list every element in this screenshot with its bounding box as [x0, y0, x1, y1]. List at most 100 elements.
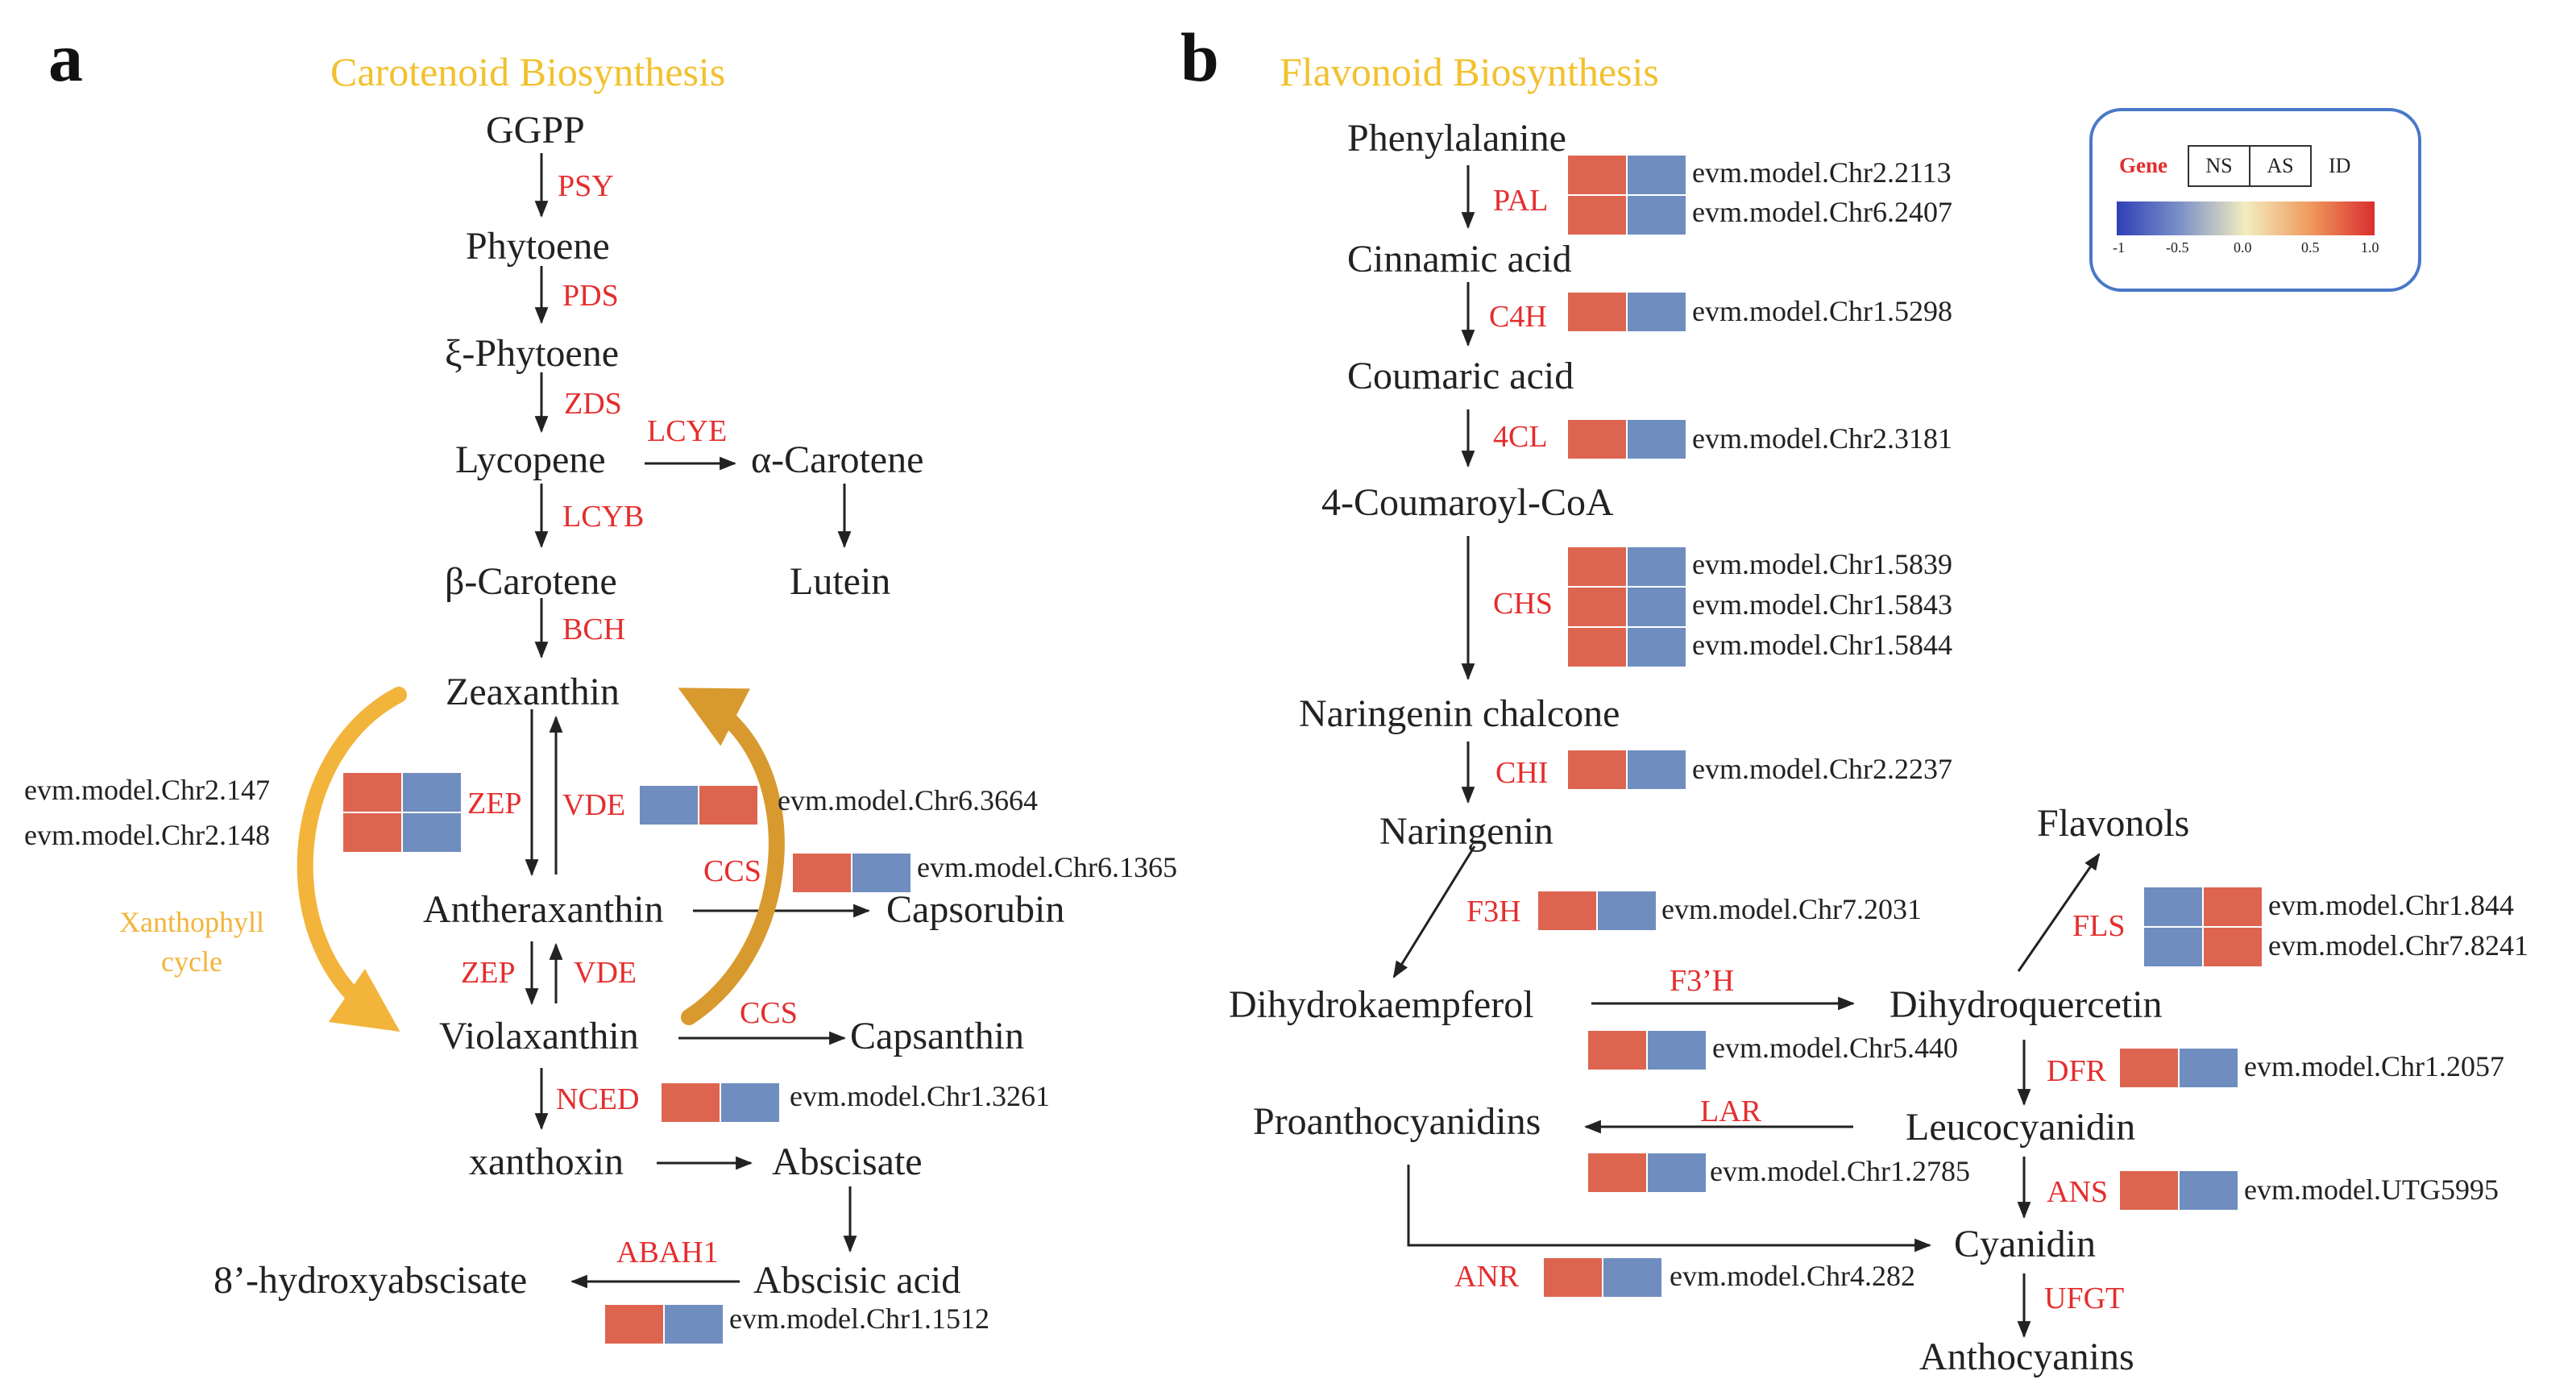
heatmap-abah1	[604, 1303, 724, 1345]
gene-id-f3ph: evm.model.Chr5.440	[1712, 1032, 1958, 1064]
enzyme-pds: PDS	[562, 279, 619, 313]
heatmap-pal-cell-as-1	[1626, 194, 1687, 236]
gene-id-chs-3: evm.model.Chr1.5844	[1692, 629, 1952, 661]
cycle-arrow-right	[678, 688, 785, 1025]
heatmap-zep-cell-as-1	[401, 812, 463, 854]
metabolite-violaxanthin: Violaxanthin	[439, 1015, 639, 1057]
metabolite-zeaxanthin: Zeaxanthin	[446, 671, 620, 713]
heatmap-lar	[1587, 1152, 1707, 1194]
legend-tick-1: 1.0	[2361, 239, 2379, 255]
enzyme-zep-2: ZEP	[461, 956, 516, 990]
legend-id-label: ID	[2329, 154, 2351, 177]
heatmap-nced-cell-ns-0	[660, 1082, 721, 1124]
gene-id-abah1: evm.model.Chr1.1512	[729, 1302, 989, 1335]
metabolite-alpha-carotene: α-Carotene	[751, 438, 924, 481]
heatmap-fls-cell-ns-0	[2143, 886, 2204, 928]
enzyme-lar: LAR	[1700, 1095, 1761, 1128]
heatmap-pal-cell-ns-1	[1566, 194, 1628, 236]
arrow-proantho-cyanidin	[1407, 1165, 1932, 1253]
panel-letter-b: b	[1180, 19, 1219, 96]
legend-tick-neg05: -0.5	[2166, 239, 2189, 255]
metabolite-phytoene: Phytoene	[466, 225, 610, 268]
gene-id-chi: evm.model.Chr2.2237	[1692, 753, 1952, 785]
heatmap-dfr	[2118, 1047, 2239, 1089]
gene-id-anr: evm.model.Chr4.282	[1670, 1260, 1915, 1292]
heatmap-ans	[2118, 1169, 2239, 1211]
metabolite-cyanidin: Cyanidin	[1954, 1223, 2096, 1265]
enzyme-zep: ZEP	[467, 787, 522, 820]
metabolite-proanthocyanidins: Proanthocyanidins	[1253, 1100, 1541, 1143]
legend-tick-05: 0.5	[2301, 239, 2320, 255]
enzyme-pal: PAL	[1493, 184, 1549, 218]
enzyme-chi: CHI	[1495, 756, 1549, 790]
enzyme-c4h: C4H	[1489, 300, 1547, 334]
gene-id-vde: evm.model.Chr6.3664	[778, 784, 1038, 816]
heatmap-lar-cell-ns-0	[1587, 1152, 1648, 1194]
enzyme-dfr: DFR	[2047, 1054, 2106, 1088]
flavonoid-arrows	[1392, 165, 2101, 1339]
gene-id-lar: evm.model.Chr1.2785	[1710, 1155, 1970, 1187]
heatmap-anr	[1542, 1257, 1663, 1298]
gene-id-4cl: evm.model.Chr2.3181	[1692, 422, 1952, 455]
legend-color-scale	[2117, 201, 2375, 235]
metabolite-coumaric-acid: Coumaric acid	[1347, 355, 1574, 397]
metabolite-flavonols: Flavonols	[2037, 802, 2190, 845]
heatmap-abah1-cell-ns-0	[604, 1303, 665, 1345]
heatmap-f3ph	[1587, 1029, 1707, 1071]
heatmap-zep-cell-as-0	[401, 771, 463, 813]
enzyme-anr: ANR	[1454, 1260, 1520, 1294]
xanthophyll-cycle-arrows	[297, 687, 785, 1032]
metabolite-phenylalanine: Phenylalanine	[1347, 117, 1566, 160]
heatmap-4cl-cell-ns-0	[1566, 418, 1628, 460]
heatmap-pal-cell-as-0	[1626, 154, 1687, 196]
metabolite-abscisic-acid: Abscisic acid	[753, 1259, 961, 1302]
heatmap-abah1-cell-as-0	[663, 1303, 724, 1345]
heatmap-zep-cell-ns-1	[342, 812, 403, 854]
heatmap-ans-cell-as-0	[2178, 1169, 2239, 1211]
gene-id-zep-2: evm.model.Chr2.148	[24, 819, 270, 851]
heatmap-c4h	[1566, 291, 1687, 333]
metabolite-anthocyanins: Anthocyanins	[1919, 1336, 2134, 1378]
legend-tick-0: 0.0	[2234, 239, 2252, 255]
gene-id-nced: evm.model.Chr1.3261	[790, 1080, 1050, 1112]
heatmap-chs	[1566, 546, 1687, 668]
legend-tick-neg1: -1	[2113, 239, 2125, 255]
heatmap-chs-cell-ns-0	[1566, 546, 1628, 588]
heatmap-pal	[1566, 154, 1687, 236]
metabolite-leucocyanidin: Leucocyanidin	[1906, 1106, 2136, 1149]
xanthophyll-cycle-label: Xanthophyll cycle	[119, 906, 264, 978]
metabolite-ggpp: GGPP	[486, 109, 585, 152]
metabolite-xanthoxin: xanthoxin	[469, 1140, 624, 1183]
metabolite-dihydroquercetin: Dihydroquercetin	[1889, 983, 2163, 1026]
arrow-naringenin-dhk	[1392, 845, 1476, 978]
panel-b-title: Flavonoid Biosynthesis	[1280, 49, 1659, 94]
heatmap-anr-cell-ns-0	[1542, 1257, 1603, 1298]
heatmap-f3ph-cell-as-0	[1646, 1029, 1707, 1071]
enzyme-ccs-capsanthin: CCS	[740, 996, 798, 1030]
metabolite-capsorubin: Capsorubin	[886, 888, 1065, 931]
gene-id-ccs: evm.model.Chr6.1365	[917, 851, 1177, 883]
heatmap-c4h-cell-ns-0	[1566, 291, 1628, 333]
gene-id-dfr: evm.model.Chr1.2057	[2244, 1050, 2504, 1082]
heatmap-ans-cell-ns-0	[2118, 1169, 2180, 1211]
legend-gene-label: Gene	[2119, 153, 2167, 177]
metabolite-beta-carotene: β-Carotene	[445, 560, 617, 603]
cycle-arrow-left	[297, 687, 407, 1032]
heatmap-lar-cell-as-0	[1646, 1152, 1707, 1194]
heatmap-ccs	[791, 852, 912, 894]
heatmap-vde-cell-as-0	[698, 784, 759, 826]
enzyme-lcyb: LCYB	[562, 500, 645, 534]
panel-a-title: Carotenoid Biosynthesis	[330, 49, 726, 94]
carotenoid-arrows	[525, 153, 871, 1289]
enzyme-zds: ZDS	[564, 387, 622, 421]
heatmap-nced-cell-as-0	[720, 1082, 781, 1124]
metabolite-lutein: Lutein	[790, 560, 891, 603]
heatmap-4cl-cell-as-0	[1626, 418, 1687, 460]
enzyme-fls: FLS	[2072, 909, 2126, 943]
enzyme-f3h: F3H	[1466, 895, 1521, 928]
metabolite-antheraxanthin: Antheraxanthin	[423, 888, 664, 931]
heatmap-chi-cell-as-0	[1626, 749, 1687, 791]
heatmap-dfr-cell-ns-0	[2118, 1047, 2180, 1089]
enzyme-vde-2: VDE	[574, 956, 637, 990]
